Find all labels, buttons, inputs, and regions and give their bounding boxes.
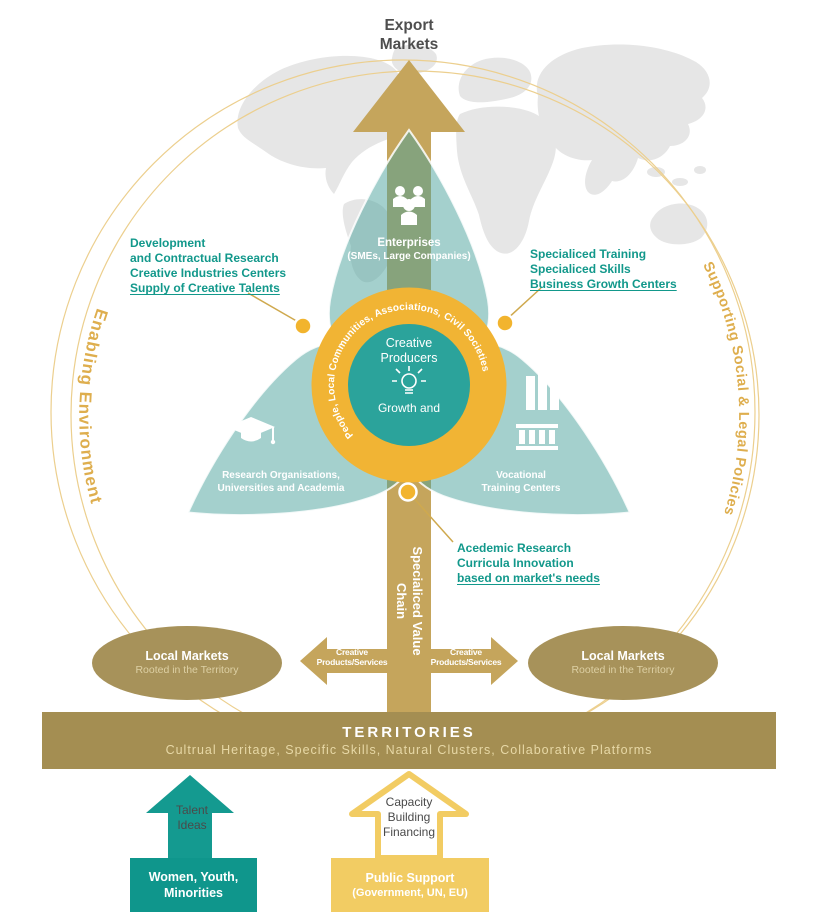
support-box: Public Support (Government, UN, EU) xyxy=(331,858,489,912)
support-arrow-line2: Building xyxy=(387,810,431,824)
annotation-right-underline: Business Growth Centers xyxy=(530,277,677,291)
core-line1: Creative xyxy=(386,336,433,350)
local-markets-right-subtitle: Rooted in the Territory xyxy=(571,664,675,676)
annotation-right: Specialiced Training Specialiced Skills … xyxy=(530,247,677,292)
continent-africa xyxy=(456,106,556,254)
annotation-left-underline: Supply of Creative Talents xyxy=(130,281,280,295)
value-chain-line1: Specialiced Value xyxy=(410,546,425,656)
gold-ring xyxy=(311,287,507,483)
island-shape xyxy=(672,178,688,186)
product-arrow-left-label: Creative Products/Services xyxy=(312,647,392,667)
support-arrow-line3: Financing xyxy=(382,825,436,839)
talent-box: Women, Youth, Minorities xyxy=(130,858,257,912)
petal-top-label: Enterprises (SMEs, Large Companies) xyxy=(324,236,494,263)
continent-australia xyxy=(650,203,708,245)
building-icon xyxy=(516,424,558,450)
annotation-right-line1: Specialiced Training xyxy=(530,247,647,261)
continent-greenland xyxy=(391,44,437,75)
territories-title: TERRITORIES xyxy=(342,724,476,741)
annotation-left-line1: Development xyxy=(130,236,206,250)
product-arrow-right-line2: Products/Services xyxy=(430,657,502,667)
export-markets-line1: Export xyxy=(384,17,434,34)
talent-box-line2: Minorities xyxy=(163,886,224,900)
support-box-line1: Public Support xyxy=(365,871,455,885)
annotation-bottom-underline: based on market's needs xyxy=(457,571,600,585)
core-line2: Producers xyxy=(381,351,438,365)
local-markets-right: Local Markets Rooted in the Territory xyxy=(528,626,718,700)
local-markets-right-title: Local Markets xyxy=(581,649,665,663)
junction-dot-left xyxy=(293,316,313,336)
talent-box-line1: Women, Youth, xyxy=(148,870,239,884)
core-circle xyxy=(348,324,470,446)
support-arrow-label: Capacity Building Financing xyxy=(366,795,452,840)
orbit-text-right: Supporting Social & Legal Policies xyxy=(699,259,751,517)
petal-right-line2: Training Centers xyxy=(481,483,561,494)
annotation-left: Development and Contractual Research Cre… xyxy=(130,236,286,296)
product-arrow-left-line2: Products/Services xyxy=(316,657,388,667)
product-arrow-right xyxy=(429,637,518,685)
support-box-line2: (Government, UN, EU) xyxy=(352,887,468,899)
junction-dot-right xyxy=(495,313,515,333)
value-chain-label: Specialiced Value Chain xyxy=(389,521,429,681)
graduation-cap-icon xyxy=(227,417,276,445)
product-arrow-right-label: Creative Products/Services xyxy=(426,647,506,667)
talent-arrow-line2: Ideas xyxy=(177,818,207,832)
junction-dots xyxy=(293,313,515,502)
talent-arrow-line1: Talent xyxy=(175,803,209,817)
petal-top-line2: (SMEs, Large Companies) xyxy=(347,251,471,262)
annotation-left-line2: and Contractual Research xyxy=(130,251,279,265)
local-markets-left-subtitle: Rooted in the Territory xyxy=(135,664,239,676)
local-markets-left-title: Local Markets xyxy=(145,649,229,663)
support-arrow-line1: Capacity xyxy=(385,795,433,809)
continent-north-america xyxy=(237,55,410,195)
local-markets-left: Local Markets Rooted in the Territory xyxy=(92,626,282,700)
annotation-left-line3: Creative Industries Centers xyxy=(130,266,287,280)
product-arrow-left xyxy=(300,637,389,685)
export-markets-title: Export Markets xyxy=(334,16,484,54)
export-markets-line2: Markets xyxy=(379,36,439,53)
annotation-bottom: Acedemic Research Curricula Innovation b… xyxy=(457,541,600,586)
annotation-bottom-line1: Acedemic Research xyxy=(457,541,572,555)
value-chain-line2: Chain xyxy=(394,582,409,620)
leader-lines xyxy=(247,287,542,543)
talent-arrow-label: Talent Ideas xyxy=(156,803,228,833)
petal-left-label: Research Organisations, Universities and… xyxy=(196,469,366,495)
annotation-bottom-line2: Curricula Innovation xyxy=(457,556,574,570)
petal-top-line1: Enterprises xyxy=(377,237,441,249)
petal-right-line1: Vocational xyxy=(496,470,546,481)
core-line3: Growth and xyxy=(378,401,440,415)
junction-dot-bottom xyxy=(398,482,418,502)
product-arrow-right-line1: Creative xyxy=(450,647,482,657)
annotation-right-line2: Specialiced Skills xyxy=(530,262,631,276)
territories-bar: TERRITORIES Cultrual Heritage, Specific … xyxy=(42,712,776,769)
lightbulb-icon xyxy=(392,366,426,394)
talent-arrow xyxy=(146,775,234,858)
petal-left-line1: Research Organisations, xyxy=(222,470,340,481)
continent-asia xyxy=(536,44,710,195)
people-group-icon xyxy=(393,186,425,225)
petal-right-label: Vocational Training Centers xyxy=(446,469,596,495)
territories-subtitle: Cultrual Heritage, Specific Skills, Natu… xyxy=(165,743,653,757)
books-icon xyxy=(526,373,559,410)
petal-left-line2: Universities and Academia xyxy=(217,483,345,494)
product-arrow-left-line1: Creative xyxy=(336,647,368,657)
island-shape xyxy=(694,166,706,174)
